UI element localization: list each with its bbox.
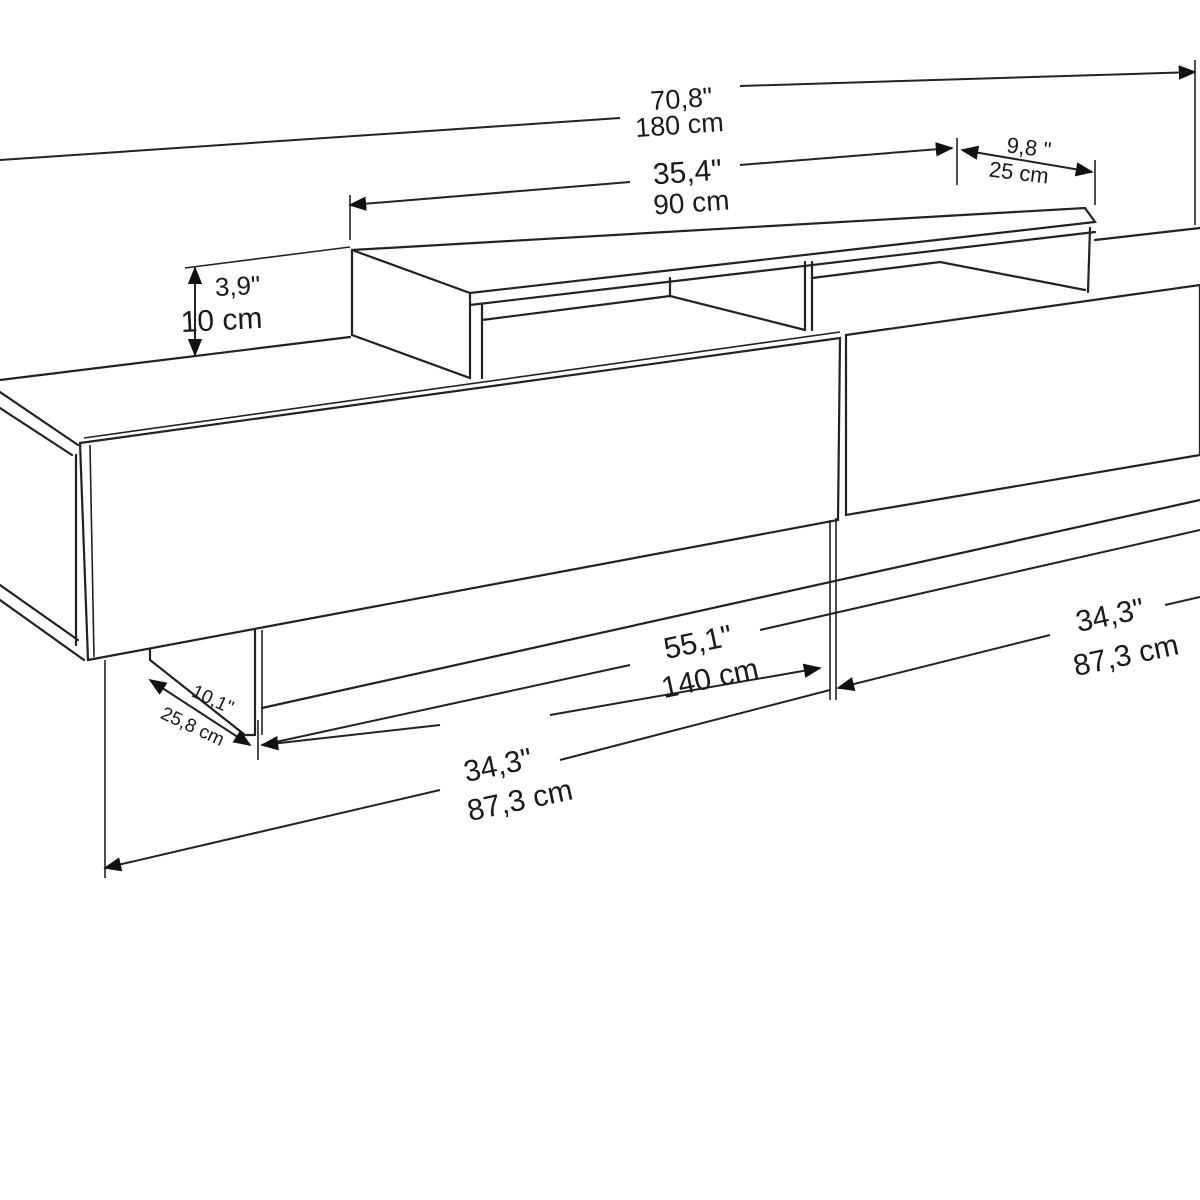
riser-front-edge — [468, 230, 1097, 307]
labels: 70,8" 180 cm 35,4" 90 cm 9,8 " 25 cm 3,9… — [157, 82, 1181, 828]
dim-depth — [960, 145, 1094, 177]
cabinet-left-bottom-outer — [0, 598, 86, 662]
dim-right-a — [836, 634, 1051, 692]
dim-total-right — [739, 65, 1197, 87]
label-height-cm: 10 cm — [180, 302, 263, 339]
right-drawer-front — [844, 283, 1200, 517]
dimension-lines — [0, 60, 1200, 878]
riser-right-leg — [1086, 226, 1092, 294]
label-total-cm: 180 cm — [634, 107, 724, 143]
cabinet-top-back-right — [1093, 226, 1200, 242]
dim-height-tick — [184, 246, 351, 269]
label-right-drawer-inch: 34,3" — [1073, 592, 1147, 639]
dim-cabinet-depth — [148, 679, 252, 746]
dim-right-b — [1164, 596, 1200, 606]
dim-riser-right — [739, 142, 954, 166]
cabinet-left-bottom-edge — [0, 583, 80, 642]
riser-inner-right — [810, 260, 1087, 292]
dim-total-left — [0, 117, 621, 161]
riser-inner — [480, 294, 807, 332]
cabinet-left-top-edge — [0, 390, 80, 447]
riser-shelf — [350, 206, 1097, 380]
label-height-inch: 3,9" — [214, 270, 261, 302]
label-cabinet-depth-inch: 10,1" — [188, 681, 237, 719]
cabinet-top-back-left — [0, 335, 352, 382]
dim-inner-right — [759, 529, 1200, 631]
dim-left-drawer-b — [549, 663, 822, 716]
label-riser-inch: 35,4" — [652, 154, 723, 192]
riser-top — [351, 206, 1097, 295]
dim-bottom-a — [103, 789, 441, 872]
cabinet-left-inner-edge — [0, 406, 74, 457]
recess-bottom-line — [260, 498, 1200, 710]
left-drawer-edge — [89, 444, 95, 658]
riser-left-leg — [350, 248, 472, 380]
dim-bottom-b — [559, 689, 831, 761]
dim-riser-left — [348, 181, 631, 211]
dim-inner-left — [261, 664, 631, 746]
label-total-inch: 70,8" — [649, 82, 713, 116]
left-drawer-front — [78, 336, 842, 662]
label-riser-cm: 90 cm — [652, 184, 730, 220]
label-depth-inch: 9,8 " — [1005, 132, 1052, 162]
left-drawer-top-line — [83, 331, 841, 439]
dim-left-drawer-a — [260, 724, 441, 751]
